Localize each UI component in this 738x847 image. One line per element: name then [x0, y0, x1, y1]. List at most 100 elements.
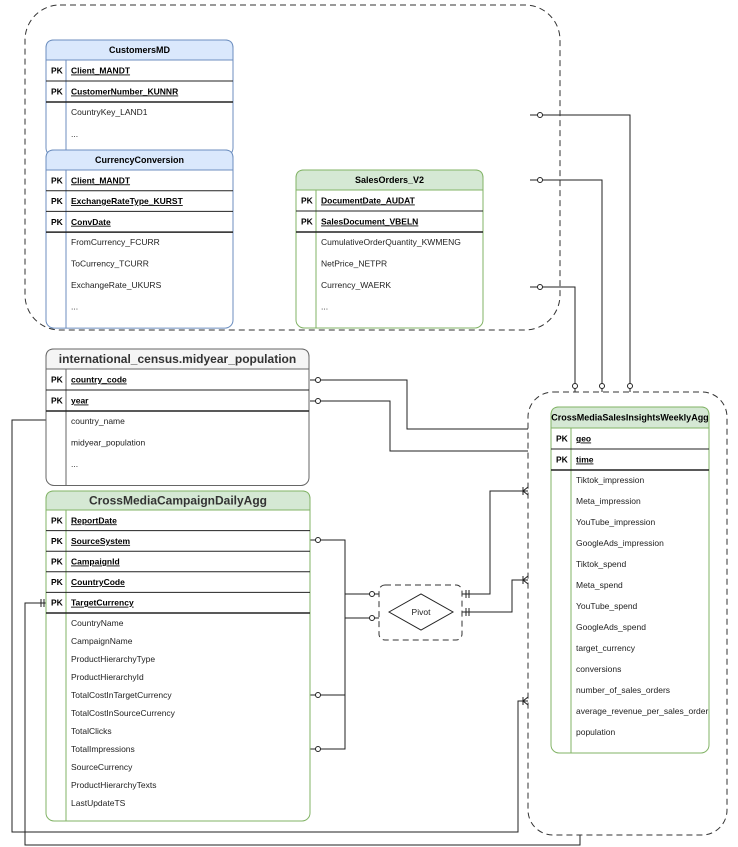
relationship-line[interactable] [11, 419, 528, 833]
attribute-field: ExchangeRate_UKURS [71, 280, 162, 290]
zero-or-one-marker [315, 537, 321, 543]
primary-key-field: CampaignId [71, 557, 120, 567]
relationship-line[interactable] [310, 539, 346, 750]
attribute-field: number_of_sales_orders [576, 685, 670, 695]
zero-or-many-marker [627, 383, 633, 389]
pivot-node[interactable]: Pivot [378, 584, 463, 641]
relationship-line[interactable] [462, 490, 528, 595]
attribute-field: Meta_impression [576, 496, 641, 506]
attribute-field: NetPrice_NETPR [321, 259, 387, 269]
attribute-field: Meta_spend [576, 580, 623, 590]
attribute-field: ProductHierarchyType [71, 654, 155, 664]
table-title: international_census.midyear_population [59, 352, 296, 366]
zero-or-one-marker [537, 112, 543, 118]
zero-or-one-marker [315, 377, 321, 383]
primary-key-field: SourceSystem [71, 536, 130, 546]
attribute-field: ProductHierarchyTexts [71, 780, 157, 790]
attribute-field: country_name [71, 416, 125, 426]
attribute-field: TotalCostInTargetCurrency [71, 690, 172, 700]
attribute-field: CampaignName [71, 636, 133, 646]
primary-key-field: ConvDate [71, 217, 111, 227]
pivot-diamond [387, 593, 455, 631]
table-title: CurrencyConversion [95, 155, 184, 165]
table-title: SalesOrders_V2 [355, 175, 424, 185]
relationship-line[interactable] [462, 579, 528, 613]
one-marker [465, 590, 470, 598]
pivot-label: Pivot [412, 607, 432, 617]
attribute-field: average_revenue_per_sales_order [576, 706, 708, 716]
attribute-field: ... [71, 459, 78, 469]
attribute-field: YouTube_impression [576, 517, 655, 527]
pk-label: PK [556, 434, 569, 444]
pk-label: PK [301, 196, 314, 206]
table-customers[interactable]: CustomersMD PK Client_MANDT PK CustomerNumbe… [45, 39, 234, 157]
primary-key-field: ReportDate [71, 515, 117, 525]
many-marker [522, 486, 529, 496]
relationship-line[interactable] [24, 602, 581, 846]
pk-label: PK [51, 577, 64, 587]
relationship-line[interactable] [530, 114, 631, 392]
relationship-line[interactable] [530, 286, 576, 392]
table-title: CrossMediaSalesInsightsWeeklyAgg [551, 413, 708, 423]
zero-or-many-marker [599, 383, 605, 389]
pk-label: PK [51, 536, 64, 546]
one-marker [40, 599, 45, 607]
zero-or-one-marker [315, 746, 321, 752]
pk-label: PK [51, 196, 64, 206]
attribute-field: TotalCostInSourceCurrency [71, 708, 176, 718]
primary-key-field: CustomerNumber_KUNNR [71, 87, 178, 97]
pk-label: PK [51, 557, 64, 567]
zero-or-many-marker [572, 383, 578, 389]
attribute-field: population [576, 727, 616, 737]
primary-key-field: country_code [71, 375, 127, 385]
attribute-field: Currency_WAERK [321, 280, 391, 290]
pk-label: PK [301, 217, 314, 227]
attribute-field: Tiktok_spend [576, 559, 627, 569]
attribute-field: ToCurrency_TCURR [71, 259, 149, 269]
table-census[interactable]: international_census.midyear_populationP… [45, 348, 310, 486]
zero-or-one-marker [537, 284, 543, 290]
relationship-line[interactable] [310, 400, 528, 452]
attribute-field: ... [321, 302, 328, 312]
pk-label: PK [51, 66, 64, 76]
zero-or-one-marker [369, 591, 375, 597]
one-marker [465, 608, 470, 616]
attribute-field: YouTube_spend [576, 601, 638, 611]
attribute-field: ProductHierarchyId [71, 672, 144, 682]
table-title: CrossMediaCampaignDailyAgg [89, 494, 267, 508]
attribute-field: TotalImpressions [71, 744, 135, 754]
primary-key-field: year [71, 396, 89, 406]
attribute-field: conversions [576, 664, 621, 674]
zero-or-one-marker [315, 398, 321, 404]
primary-key-field: CountryCode [71, 577, 125, 587]
attribute-field: FromCurrency_FCURR [71, 237, 160, 247]
pk-label: PK [51, 175, 64, 185]
pk-label: PK [51, 396, 64, 406]
table-title: CustomersMD [109, 45, 171, 55]
pk-label: PK [51, 87, 64, 97]
primary-key-field: time [576, 455, 594, 465]
primary-key-field: ExchangeRateType_KURST [71, 196, 184, 206]
attribute-field: Tiktok_impression [576, 475, 644, 485]
primary-key-field: TargetCurrency [71, 598, 134, 608]
zero-or-one-marker [537, 177, 543, 183]
attribute-field: CountryKey_LAND1 [71, 107, 148, 117]
attribute-field: CountryName [71, 618, 124, 628]
relationship-line[interactable] [310, 379, 528, 430]
attribute-field: CumulativeOrderQuantity_KWMENG [321, 237, 461, 247]
primary-key-field: Client_MANDT [71, 66, 131, 76]
attribute-field: ... [71, 129, 78, 139]
many-marker [522, 696, 529, 706]
relationship-line[interactable] [530, 179, 603, 392]
attribute-field: LastUpdateTS [71, 798, 126, 808]
pk-label: PK [51, 598, 64, 608]
pk-label: PK [51, 217, 64, 227]
primary-key-field: SalesDocument_VBELN [321, 217, 418, 227]
attribute-field: ... [71, 302, 78, 312]
attribute-field: TotalClicks [71, 726, 112, 736]
